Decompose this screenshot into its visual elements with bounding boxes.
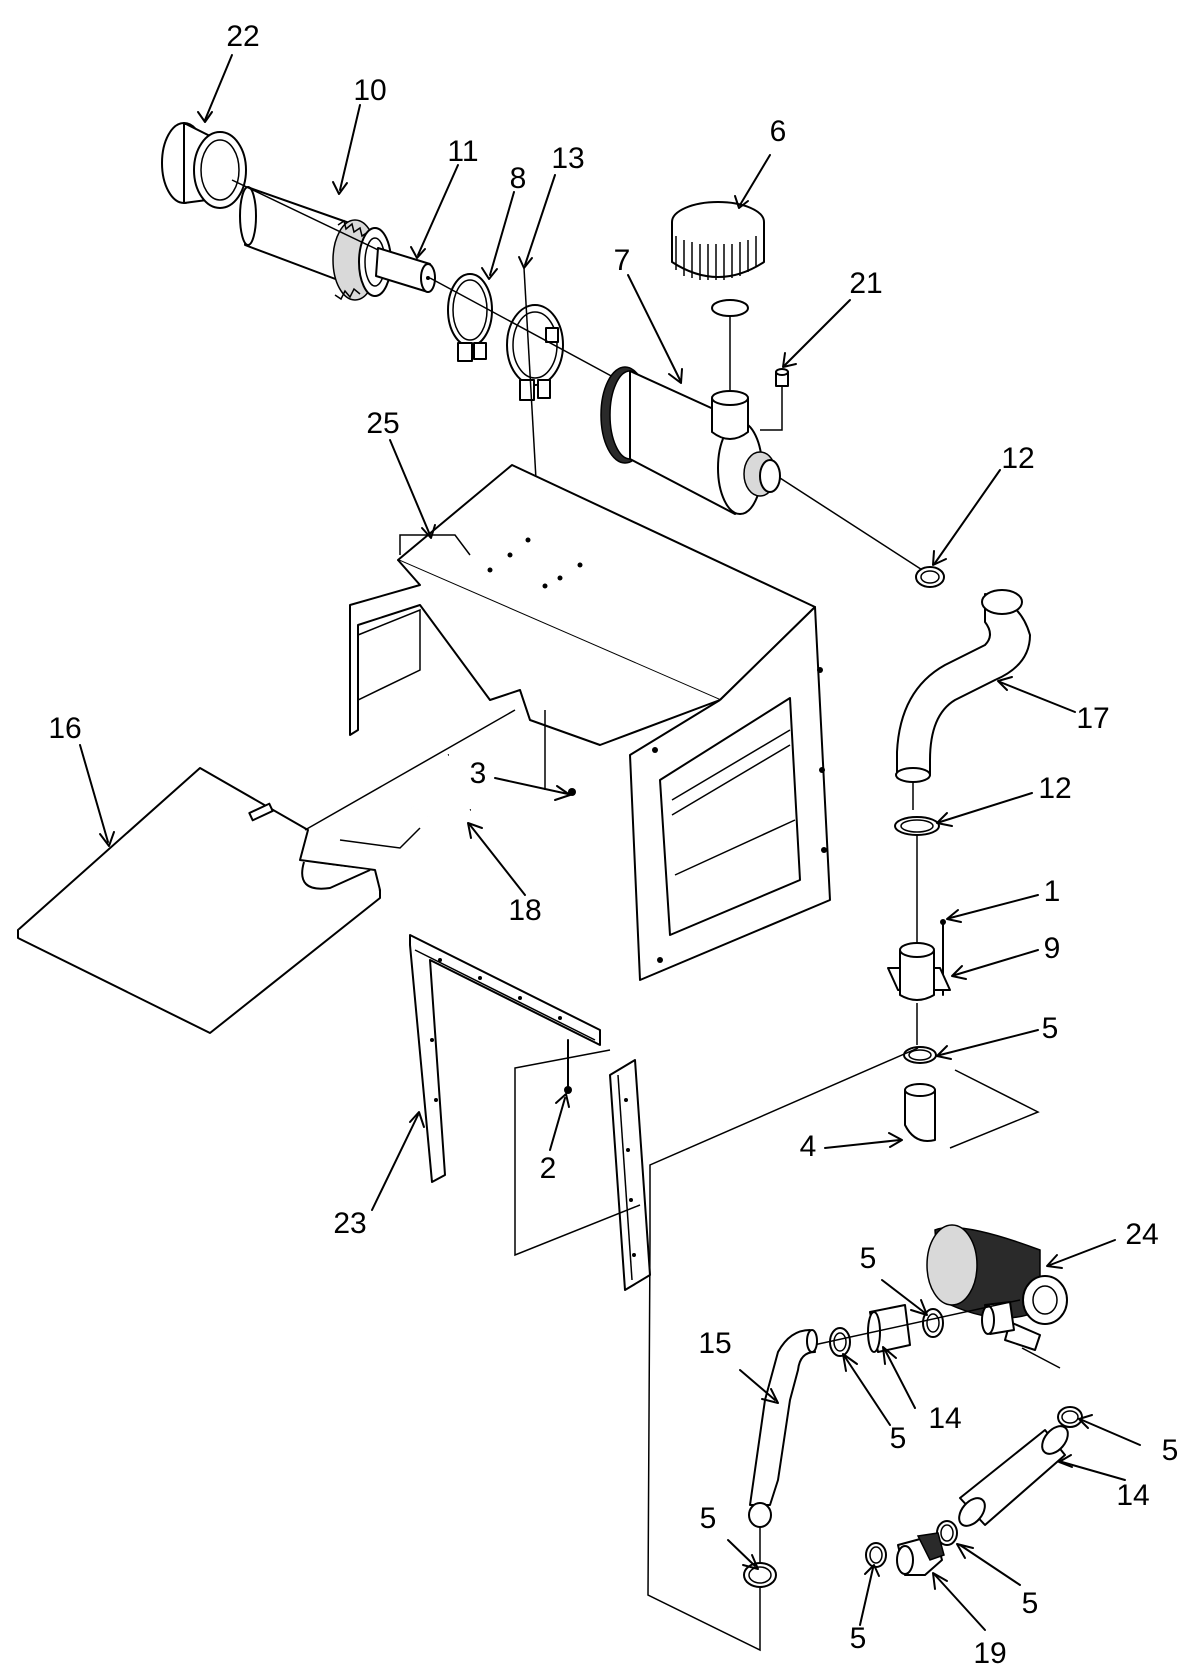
part-12-clamp-upper xyxy=(915,566,945,588)
callout-3: 3 xyxy=(470,757,487,790)
part-8-clamp xyxy=(447,273,493,362)
part-10-filter-element xyxy=(231,179,421,301)
part-19-elbow xyxy=(896,1532,945,1576)
part-23-bracket xyxy=(409,934,601,1183)
callout-18: 18 xyxy=(508,894,541,927)
part-22-ring xyxy=(161,122,247,209)
part-clamp-2 xyxy=(506,304,564,401)
axis-line-24 xyxy=(799,1299,1021,1349)
part-24-air-cleaner xyxy=(926,1224,1068,1369)
leader-lines xyxy=(79,54,1141,1631)
callout-1: 1 xyxy=(1044,875,1061,908)
part-18-ubolt xyxy=(406,753,471,818)
callout-8: 8 xyxy=(510,162,527,195)
part-5-clamp-24a xyxy=(922,1308,944,1338)
callout-9: 9 xyxy=(1044,932,1061,965)
part-upright-channel xyxy=(609,1059,651,1291)
part-11-inner-element xyxy=(375,247,436,293)
leader-frame-right xyxy=(949,1069,1040,1149)
axis-line-upper xyxy=(429,277,616,379)
callout-23: 23 xyxy=(333,1207,366,1240)
leader-frame-2 xyxy=(514,1049,641,1257)
callout-5-mid: 5 xyxy=(1042,1012,1059,1045)
callout-10: 10 xyxy=(353,74,386,107)
part-5-clamp-lower-a xyxy=(1057,1406,1083,1428)
callout-16: 16 xyxy=(48,712,81,745)
callout-2: 2 xyxy=(540,1152,557,1185)
callout-12-lower: 12 xyxy=(1038,772,1071,805)
callout-19: 19 xyxy=(973,1637,1006,1670)
callout-5-bottom-right: 5 xyxy=(1022,1587,1039,1620)
part-9-adapter xyxy=(887,942,951,1045)
callout-11: 11 xyxy=(447,135,478,168)
callout-5-15: 5 xyxy=(890,1422,907,1455)
part-21-fitting xyxy=(760,368,789,431)
part-25-shroud xyxy=(349,464,831,981)
part-5-clamp-15 xyxy=(743,1562,777,1588)
part-2-bolt xyxy=(564,1039,572,1094)
callout-labels: 22 10 11 8 13 6 7 21 25 12 17 16 3 12 18… xyxy=(48,20,1178,1670)
callout-14-upper: 14 xyxy=(928,1402,961,1435)
leader-frame-bottom xyxy=(647,1239,761,1652)
part-5-clamp-19 xyxy=(865,1542,887,1568)
callout-5-left: 5 xyxy=(700,1502,717,1535)
callout-15: 15 xyxy=(698,1327,731,1360)
callout-25: 25 xyxy=(366,407,399,440)
part-15-hose xyxy=(748,1329,818,1563)
callout-4: 4 xyxy=(800,1130,817,1163)
leader-frame-left xyxy=(649,1047,919,1240)
part-16-plate xyxy=(17,709,516,1034)
part-14-tube-lower xyxy=(958,1425,1069,1527)
part-4-elbow xyxy=(904,1083,936,1142)
part-12-clamp-lower xyxy=(894,816,940,945)
callout-21: 21 xyxy=(849,267,882,300)
callout-7: 7 xyxy=(614,244,631,277)
callout-5-bottom-left: 5 xyxy=(850,1622,867,1655)
part-6-precleaner xyxy=(671,201,765,440)
callout-22: 22 xyxy=(226,20,259,53)
callout-12-upper: 12 xyxy=(1001,442,1034,475)
part-5-clamp-mid xyxy=(903,1046,937,1064)
part-outlet-spigot xyxy=(981,1301,1015,1335)
part-5-clamp-24b xyxy=(829,1327,851,1357)
part-7-filter-housing xyxy=(600,366,931,576)
callout-6: 6 xyxy=(770,115,787,148)
callout-24: 24 xyxy=(1125,1218,1158,1251)
part-17-elbow-hose xyxy=(895,589,1031,810)
callout-14-lower: 14 xyxy=(1116,1479,1149,1512)
callout-5-24: 5 xyxy=(860,1242,877,1275)
callout-13: 13 xyxy=(551,142,584,175)
callout-5-right: 5 xyxy=(1162,1434,1179,1467)
callout-17: 17 xyxy=(1076,702,1109,735)
